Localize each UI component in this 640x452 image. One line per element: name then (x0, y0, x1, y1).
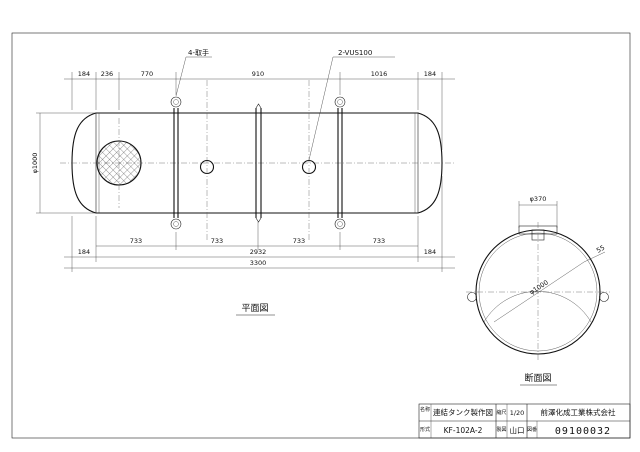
tb-model-value: KF-102A-2 (444, 426, 483, 435)
tb-name-value: 連結タンク製作図 (433, 407, 493, 417)
dim-top-5: 184 (424, 70, 436, 78)
dim-bottom1-0: 733 (130, 237, 142, 245)
band-3 (334, 96, 346, 230)
handle-icon (599, 292, 609, 302)
dim-overall: 3300 (250, 259, 267, 267)
sheet-border (11, 32, 631, 439)
dim-bottom1-1: 733 (211, 237, 223, 245)
diameter-line (493, 261, 585, 323)
dim-top-0: 184 (78, 70, 90, 78)
tb-drawer-label: 製図 (496, 426, 506, 433)
tb-model-label: 形式 (420, 426, 430, 433)
handle-icon (170, 96, 182, 108)
dim-bottom1-3: 733 (373, 237, 385, 245)
dim-height: φ1000 (31, 153, 39, 174)
band-2 (255, 103, 262, 223)
vent-leader (308, 56, 334, 161)
dim-bottom3-right: 184 (424, 248, 436, 256)
title-block: 名称 連結タンク製作図 縮尺 1/20 前澤化成工業株式会社 形式 KF-102… (418, 403, 631, 439)
dim-top-2: 770 (141, 70, 153, 78)
dim-top-3: 910 (252, 70, 264, 78)
handle-icon (334, 218, 346, 230)
dim-section-diameter: φ1000 (528, 278, 550, 296)
plan-view-title: 平面図 (241, 303, 268, 314)
tb-number-label: 図番 (527, 426, 537, 433)
tb-drawer-value: 山口 (510, 425, 525, 435)
dim-section-top: φ370 (530, 195, 547, 203)
tb-name-label: 名称 (420, 406, 430, 413)
dim-offset: 55 (595, 244, 606, 255)
handle-icon (467, 292, 477, 302)
handle-callout: 4-取手 (188, 48, 209, 57)
tb-scale-value: 1/20 (510, 409, 525, 417)
dim-bottom1-2: 733 (293, 237, 305, 245)
dim-bottom2: 2932 (250, 248, 267, 256)
tb-scale-label: 縮尺 (496, 409, 506, 416)
handle-leader (175, 56, 187, 97)
section-view-title: 断面図 (524, 372, 551, 384)
handle-icon (334, 96, 346, 108)
tb-company: 前澤化成工業株式会社 (541, 407, 616, 417)
vent-callout: 2-VUS100 (338, 49, 372, 57)
dim-top-1: 236 (101, 70, 113, 78)
plan-view: 4-取手 2-VUS100 184 236 770 910 1016 184 φ… (31, 48, 455, 316)
dim-top-4: 1016 (371, 70, 388, 78)
band-1 (170, 96, 182, 230)
handle-icon (170, 218, 182, 230)
section-view: φ1000 55 φ370 断面図 (466, 195, 610, 386)
dim-bottom3-left: 184 (78, 248, 90, 256)
tb-number-value: 09100032 (555, 426, 611, 437)
